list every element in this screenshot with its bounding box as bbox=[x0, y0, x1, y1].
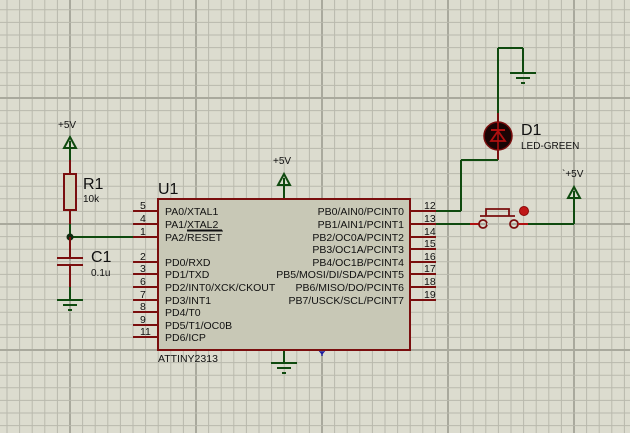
pin-name: PB7/USCK/SCL/PCINT7 bbox=[288, 295, 404, 307]
resistor-r1[interactable]: R1 10k bbox=[63, 160, 104, 224]
pin-name: PA2/RESET bbox=[165, 232, 223, 244]
component-value: 0.1u bbox=[91, 268, 110, 279]
ground-c1[interactable] bbox=[57, 287, 83, 311]
pin-name: PA1/XTAL2 bbox=[165, 219, 218, 231]
pin-number: 6 bbox=[140, 276, 146, 288]
pin-number: 11 bbox=[140, 326, 151, 338]
power-label: `+5V bbox=[562, 168, 584, 180]
pin-number: 5 bbox=[140, 200, 146, 212]
pin-number: 2 bbox=[140, 251, 146, 263]
component-part: ATTINY2313 bbox=[158, 353, 218, 365]
pin-name: PB0/AIN0/PCINT0 bbox=[318, 206, 405, 218]
power-label: +5V bbox=[273, 156, 291, 167]
ic-body bbox=[157, 198, 411, 351]
pin-number: 14 bbox=[424, 226, 436, 238]
pin-number: 16 bbox=[424, 251, 436, 263]
ground-led[interactable] bbox=[510, 48, 536, 84]
pin-name: PD4/T0 bbox=[165, 307, 201, 319]
pin-name: PA0/XTAL1 bbox=[165, 206, 218, 218]
pin-number: 8 bbox=[140, 301, 146, 313]
pin-number: 1 bbox=[140, 226, 146, 238]
pin-number: 7 bbox=[140, 289, 146, 301]
component-ref: R1 bbox=[83, 176, 104, 193]
button-click-icon[interactable] bbox=[519, 206, 529, 216]
right-pins: 12PB0/AIN0/PCINT013PB1/AIN1/PCINT114PB2/… bbox=[276, 200, 436, 307]
pin-name: PD5/T1/OC0B bbox=[165, 320, 232, 332]
pin-name: PD0/RXD bbox=[165, 257, 211, 269]
component-ref: U1 bbox=[158, 181, 179, 198]
pin-number: 17 bbox=[424, 263, 436, 275]
led-d1[interactable]: D1 LED-GREEN bbox=[483, 113, 579, 160]
power-terminal-r1[interactable]: +5V bbox=[58, 120, 78, 160]
resistor-body bbox=[63, 173, 77, 211]
component-ref: C1 bbox=[91, 249, 112, 266]
pin-name: PD3/INT1 bbox=[165, 295, 211, 307]
power-terminal-u1[interactable]: +5V bbox=[273, 156, 292, 199]
pin-number: 4 bbox=[140, 213, 146, 225]
pin-number: 12 bbox=[424, 200, 436, 212]
pin-name: PD2/INT0/XCK/CKOUT bbox=[165, 282, 276, 294]
button-actuator bbox=[480, 208, 515, 217]
pin-number: 3 bbox=[140, 263, 146, 275]
component-value: LED-GREEN bbox=[521, 141, 579, 152]
component-ref: D1 bbox=[521, 122, 542, 139]
pin-name: PB5/MOSI/DI/SDA/PCINT5 bbox=[276, 269, 404, 281]
pin-name: PD6/ICP bbox=[165, 332, 206, 344]
pin-number: 18 bbox=[424, 276, 436, 288]
power-label: +5V bbox=[58, 120, 76, 131]
diode-icon bbox=[489, 122, 507, 150]
pin-name: PB1/AIN1/PCINT1 bbox=[318, 219, 405, 231]
pin-name: PD1/TXD bbox=[165, 269, 210, 281]
pin-name: PB4/OC1B/PCINT4 bbox=[312, 257, 404, 269]
capacitor-c1[interactable]: C1 0.1u bbox=[57, 237, 112, 287]
pin-number: 13 bbox=[424, 213, 436, 225]
push-button[interactable] bbox=[470, 206, 529, 229]
pin-name: PB6/MISO/DO/PCINT6 bbox=[295, 282, 404, 294]
pin-name: PB3/OC1A/PCINT3 bbox=[312, 244, 404, 256]
pin-name: PB2/OC0A/PCINT2 bbox=[312, 232, 404, 244]
ground-u1[interactable] bbox=[271, 350, 297, 374]
pin-number: 15 bbox=[424, 238, 436, 250]
power-terminal-button[interactable]: `+5V bbox=[562, 168, 584, 224]
component-value: 10k bbox=[83, 194, 100, 205]
pin-number: 19 bbox=[424, 289, 436, 301]
pin-number: 9 bbox=[140, 314, 146, 326]
